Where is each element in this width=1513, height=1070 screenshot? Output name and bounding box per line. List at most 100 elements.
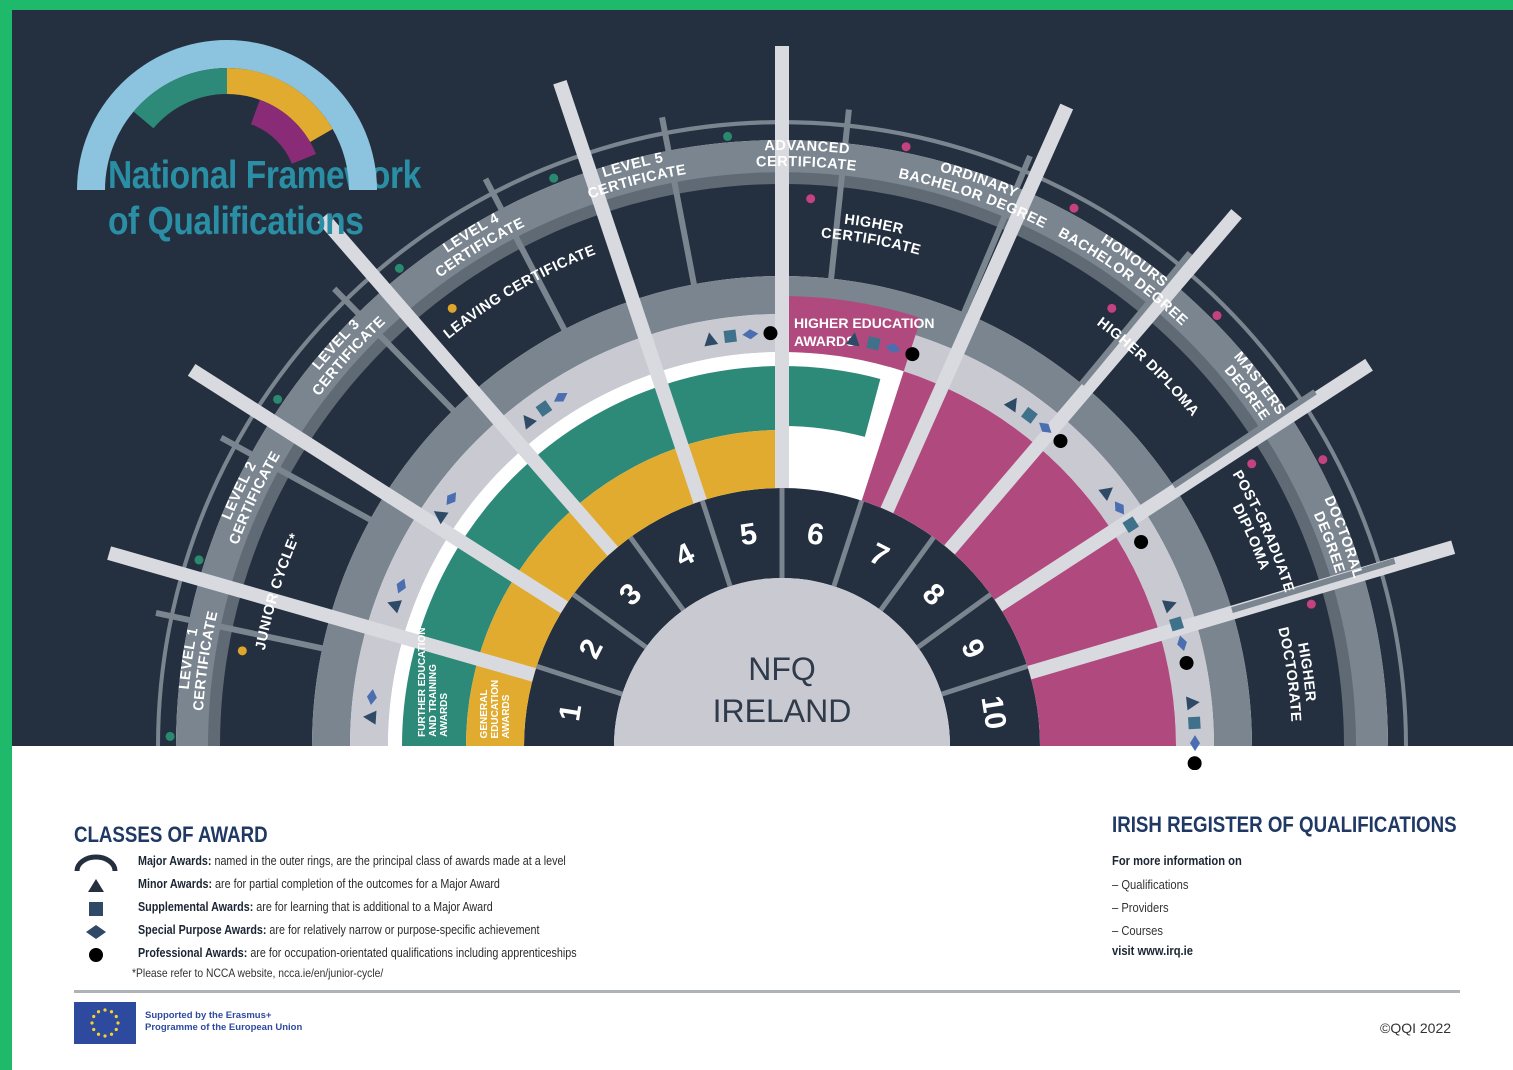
eu-flag-logo (74, 1002, 136, 1044)
erasmus-line1: Supported by the Erasmus+ (145, 1010, 272, 1021)
legend-item-term: Major Awards: (138, 854, 212, 868)
radial-separator (994, 358, 1373, 612)
legend-item-description: are for occupation-orientated qualificat… (247, 946, 577, 960)
triangle-symbol (845, 332, 860, 347)
diamond-symbol (366, 689, 377, 706)
level-divider (535, 663, 623, 697)
square-symbol (866, 336, 881, 351)
award-class-dot (1247, 459, 1257, 469)
award-class-dot (194, 555, 204, 565)
fet-band-ext (782, 366, 881, 437)
radial-separator (317, 213, 619, 556)
he-band-label-line: AWARDS (794, 333, 855, 349)
he-band-top (782, 296, 922, 372)
legend-item: Professional Awards: are for occupation-… (74, 945, 774, 965)
diamond-symbol (1189, 735, 1200, 752)
legend-item-description: named in the outer rings, are the princi… (211, 854, 566, 868)
outer-radial-divider (1079, 250, 1193, 386)
radial-separator (944, 209, 1242, 555)
radial-separator (107, 546, 536, 682)
award-class-dot (447, 303, 457, 313)
legend-item-description: are for partial completion of the outcom… (212, 877, 500, 891)
center-disc (614, 578, 950, 746)
square-symbol (1169, 616, 1185, 632)
ge-band-label-line: AWARDS (501, 694, 512, 738)
radial-separator (880, 103, 1074, 514)
triangle-symbol (704, 332, 719, 347)
copyright: ©QQI 2022 (1380, 1020, 1452, 1036)
triangle-symbol (1162, 600, 1177, 614)
page-title-line2: of Qualifications (108, 200, 364, 243)
level-number: 5 (738, 517, 760, 552)
diamond-symbol (1039, 422, 1052, 433)
inner-band-background (212, 176, 1352, 746)
center-label-line1: NFQ (748, 651, 816, 687)
fet-band-label-line: AWARDS (439, 693, 450, 737)
legend-item-description: are for relatively narrow or purpose-spe… (266, 923, 540, 937)
circle-symbol (1134, 535, 1149, 550)
award-class-dot (806, 194, 816, 204)
triangle-symbol (387, 600, 402, 614)
award-class-dot (549, 173, 559, 183)
outer-band-background (12, 10, 1513, 746)
award-class-dot (394, 263, 404, 273)
level-divider (571, 592, 648, 650)
legend-item-term: Minor Awards: (138, 877, 213, 891)
outer-radial-divider (482, 177, 567, 331)
square-symbol (723, 329, 737, 343)
ge-band-label-line: EDUCATION (490, 680, 501, 739)
circle-icon (89, 948, 103, 962)
diamond-symbol (1177, 635, 1187, 652)
award-class-dot (1212, 311, 1222, 321)
diamond-symbol (396, 578, 406, 594)
irq-heading: IRISH REGISTER OF QUALIFICATIONS (1112, 812, 1457, 837)
legend-note: *Please refer to NCCA website, ncca.ie/e… (132, 966, 384, 980)
fet-band-label-line: FURTHER EDUCATION (417, 628, 428, 737)
outer-radial-divider (961, 154, 1033, 314)
award-class-dot (165, 731, 175, 741)
outer-radial-divider (828, 109, 852, 279)
radial-separator (187, 363, 569, 614)
square-symbol (1122, 516, 1139, 533)
outer-radial-divider (1231, 558, 1396, 614)
nfq-logo-arch (77, 40, 377, 191)
square-symbol (1188, 716, 1201, 730)
legend-item-term: Supplemental Awards: (138, 900, 254, 914)
legend-item: Minor Awards: are for partial completion… (74, 876, 774, 896)
circle-symbol (763, 326, 778, 341)
award-class-dot (723, 131, 733, 141)
major-award-label: CERTIFICATE (756, 154, 858, 175)
level-divider (941, 663, 1029, 697)
irq-visit-link[interactable]: visit www.irq.ie (1112, 943, 1193, 958)
award-class-dot (273, 394, 283, 404)
level-divider (831, 499, 865, 587)
diamond-icon (86, 925, 106, 939)
level-divider (699, 499, 733, 587)
triangle-symbol (523, 415, 537, 430)
outer-radial-divider (155, 610, 323, 652)
circle-symbol (905, 347, 920, 362)
award-class-dot (1318, 455, 1328, 465)
major-arc-icon (74, 854, 118, 872)
square-icon (89, 902, 103, 916)
outer-radial-divider (659, 116, 697, 285)
diamond-symbol (553, 393, 568, 402)
square-symbol (535, 400, 553, 417)
level-divider (916, 592, 993, 650)
diamond-symbol (446, 492, 457, 506)
diamond-symbol (885, 343, 901, 354)
level-number: 10 (974, 693, 1012, 731)
triangle-symbol (1186, 696, 1200, 711)
legend-item-term: Professional Awards: (138, 946, 248, 960)
award-class-dot (1069, 203, 1079, 213)
irq-item-providers: – Providers (1112, 900, 1169, 915)
diamond-symbol (742, 329, 759, 340)
award-class-dot (1306, 599, 1316, 609)
triangle-symbol (363, 710, 377, 725)
award-class-dot (237, 646, 247, 656)
circle-symbol (1187, 756, 1202, 770)
